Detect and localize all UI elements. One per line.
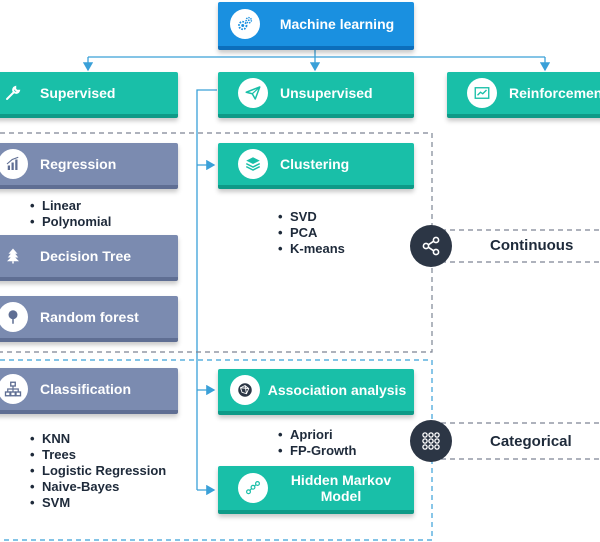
hidden-markov-model-node[interactable]: Hidden Markov Model xyxy=(218,466,414,514)
list-item: Apriori xyxy=(278,427,356,443)
continuous-marker xyxy=(410,225,452,267)
share-icon xyxy=(422,236,440,256)
hierarchy-icon xyxy=(0,374,28,404)
classification-node[interactable]: Classification xyxy=(0,368,178,414)
bar-chart-icon xyxy=(0,149,28,179)
paper-plane-icon xyxy=(238,78,268,108)
unsupervised-trunk xyxy=(196,89,217,490)
association-analysis-label: Association analysis xyxy=(267,382,407,398)
unsupervised-node[interactable]: Unsupervised xyxy=(218,72,414,118)
machine-learning-node[interactable]: Machine learning xyxy=(218,2,414,50)
list-item: SVD xyxy=(278,209,345,225)
reinforcement-node[interactable]: Reinforcement xyxy=(447,72,600,118)
classification-label: Classification xyxy=(40,381,132,397)
clustering-node[interactable]: Clustering xyxy=(218,143,414,189)
clustering-list: SVD PCA K-means xyxy=(278,209,345,257)
gears-icon xyxy=(230,9,260,39)
categorical-marker xyxy=(410,420,452,462)
regression-list: Linear Polynomial xyxy=(30,198,111,230)
layers-icon xyxy=(238,149,268,179)
list-item: PCA xyxy=(278,225,345,241)
decision-tree-label: Decision Tree xyxy=(40,248,132,264)
random-forest-node[interactable]: Random forest xyxy=(0,296,178,342)
list-item: FP-Growth xyxy=(278,443,356,459)
clustering-label: Clustering xyxy=(280,156,350,172)
list-item: SVM xyxy=(30,495,166,511)
line-chart-icon xyxy=(467,78,497,108)
tree-icon xyxy=(0,302,28,332)
wrench-icon xyxy=(0,78,28,108)
association-list: Apriori FP-Growth xyxy=(278,427,356,459)
continuous-label: Continuous xyxy=(490,237,574,254)
list-item: Polynomial xyxy=(30,214,111,230)
list-item: KNN xyxy=(30,431,166,447)
machine-learning-label: Machine learning xyxy=(279,16,395,32)
chain-nodes-icon xyxy=(238,473,268,503)
association-analysis-node[interactable]: Association analysis xyxy=(218,369,414,415)
regression-label: Regression xyxy=(40,156,117,172)
pine-tree-icon xyxy=(0,241,28,271)
unsupervised-label: Unsupervised xyxy=(280,85,373,101)
supervised-label: Supervised xyxy=(40,85,116,101)
reinforcement-label: Reinforcement xyxy=(509,85,600,101)
classification-list: KNN Trees Logistic Regression Naive-Baye… xyxy=(30,431,166,511)
dot-grid-icon xyxy=(422,432,440,450)
hidden-markov-model-label: Hidden Markov Model xyxy=(290,472,392,504)
supervised-node[interactable]: Supervised xyxy=(0,72,178,118)
random-forest-label: Random forest xyxy=(40,309,139,325)
list-item: Trees xyxy=(30,447,166,463)
categorical-label: Categorical xyxy=(490,433,572,450)
regression-node[interactable]: Regression xyxy=(0,143,178,189)
list-item: Logistic Regression xyxy=(30,463,166,479)
decision-tree-node[interactable]: Decision Tree xyxy=(0,235,178,281)
list-item: Linear xyxy=(30,198,111,214)
network-globe-icon xyxy=(230,375,260,405)
list-item: K-means xyxy=(278,241,345,257)
list-item: Naive-Bayes xyxy=(30,479,166,495)
